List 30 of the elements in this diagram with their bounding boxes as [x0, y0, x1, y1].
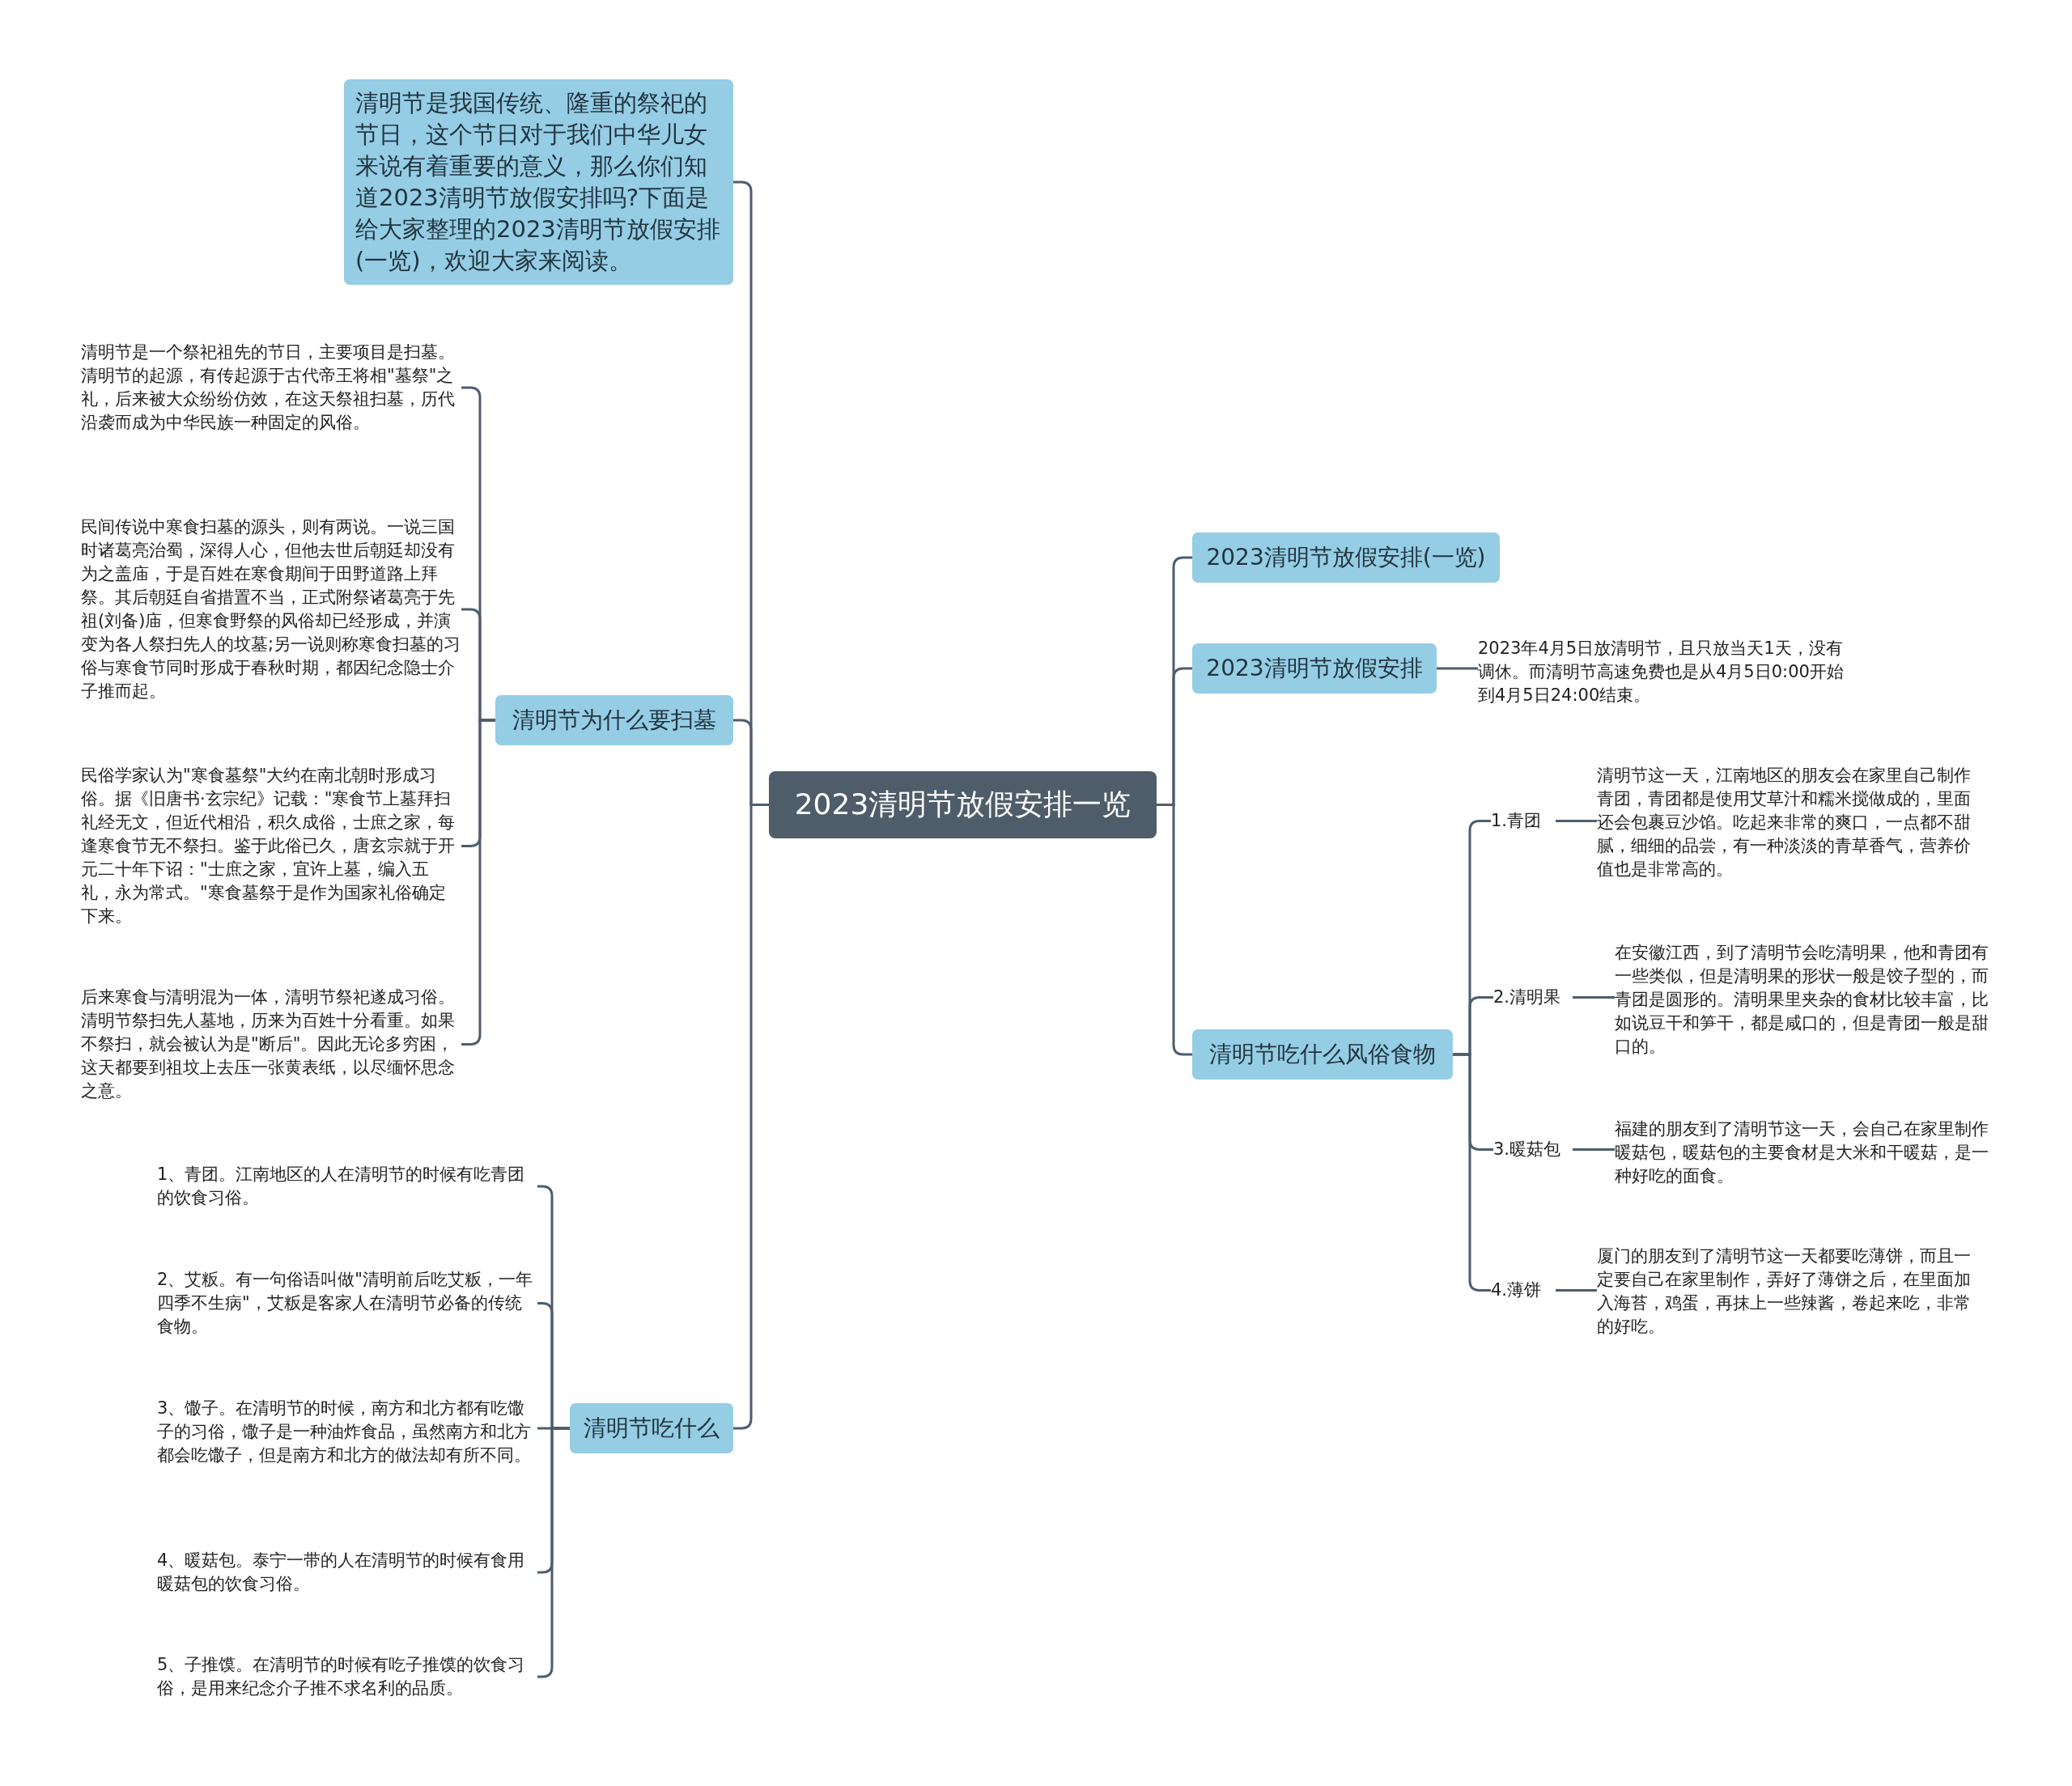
intro-box: 清明节是我国传统、隆重的祭祀的节日，这个节日对于我们中华儿女来说有着重要的意义，那么你们知道2023清明节放假安排吗?下面是给大家整理的2023清明节放假安排(一览)，欢迎大家来阅读。 — [344, 79, 733, 285]
item-label: 3.暖菇包 — [1493, 1138, 1573, 1161]
note-text: 清明节是一个祭祀祖先的节日，主要项目是扫墓。清明节的起源，有传起源于古代帝王将相"墓祭"之礼，后来被大众纷纷仿效，在这天祭祖扫墓，历代沿袭而成为中华民族一种固定的风俗。 — [81, 341, 461, 435]
item-label: 1.青团 — [1491, 809, 1556, 833]
item-label: 2.清明果 — [1493, 986, 1573, 1009]
topic-box: 清明节吃什么风俗食物 — [1192, 1029, 1453, 1080]
connector-line — [1437, 667, 1478, 670]
note-text: 民间传说中寒食扫墓的源头，则有两说。一说三国时诸葛亮治蜀，深得人心，但他去世后朝廷却没有为之盖庙，于是百姓在寒食期间于田野道路上拜祭。其后朝廷自省措置不当，正式附祭诸葛亮于先祖(刘备)庙，但寒食野祭的风俗却已经形成，并演变为各人祭扫先人的坟墓;另一说则称寒食扫墓的习俗与寒食节同时形成于春秋时期，都因纪念隐士介子推而起。 — [81, 515, 461, 703]
topic-box: 清明节吃什么 — [570, 1403, 733, 1453]
connector-line — [1573, 996, 1615, 999]
note-text: 1、青团。江南地区的人在清明节的时候有吃青团的饮食习俗。 — [157, 1163, 537, 1210]
topic-box: 2023清明节放假安排(一览) — [1192, 532, 1500, 583]
note-text: 在安徽江西，到了清明节会吃清明果，他和青团有一些类似，但是清明果的形状一般是饺子型的，而青团是圆形的。清明果里夹杂的食材比较丰富，比如说豆干和笋干，都是咸口的，但是青团一般是甜口的。 — [1615, 941, 1995, 1058]
note-text: 3、馓子。在清明节的时候，南方和北方都有吃馓子的习俗，馓子是一种油炸食品，虽然南方和北方都会吃馓子，但是南方和北方的做法却有所不同。 — [157, 1397, 537, 1467]
note-text: 后来寒食与清明混为一体，清明节祭祀遂成习俗。清明节祭扫先人墓地，历来为百姓十分看重。如果不祭扫，就会被认为是"断后"。因此无论多穷困，这天都要到祖坟上去压一张黄表纸，以尽缅怀思念之意。 — [81, 986, 461, 1103]
connector-line — [1573, 1148, 1615, 1151]
topic-box: 清明节为什么要扫墓 — [495, 695, 733, 745]
note-text: 2023年4月5日放清明节，且只放当天1天，没有调休。而清明节高速免费也是从4月5日0:00开始到4月5日24:00结束。 — [1478, 637, 1858, 707]
note-text: 厦门的朋友到了清明节这一天都要吃薄饼，而且一定要自己在家里制作，弄好了薄饼之后，在里面加入海苔，鸡蛋，再抹上一些辣酱，卷起来吃，非常的好吃。 — [1597, 1245, 1977, 1338]
topic-box: 2023清明节放假安排 — [1192, 643, 1437, 694]
connector-line — [1556, 820, 1597, 822]
note-text: 4、暖菇包。泰宁一带的人在清明节的时候有食用暖菇包的饮食习俗。 — [157, 1549, 537, 1596]
note-text: 5、子推馍。在清明节的时候有吃子推馍的饮食习俗，是用来纪念介子推不求名利的品质。 — [157, 1653, 537, 1700]
note-text: 清明节这一天，江南地区的朋友会在家里自己制作青团，青团都是使用艾草汁和糯米搅做成的，里面还会包裹豆沙馅。吃起来非常的爽口，一点都不甜腻，细细的品尝，有一种淡淡的青草香气，营养价值也是非常高的。 — [1597, 764, 1977, 881]
note-text: 民俗学家认为"寒食墓祭"大约在南北朝时形成习俗。据《旧唐书·玄宗纪》记载："寒食节上墓拜扫礼经无文，但近代相沿，积久成俗，士庶之家，每逢寒食节无不祭扫。鉴于此俗已久，唐玄宗就于开元二十年下诏："士庶之家，宜许上墓，编入五礼，永为常式。"寒食墓祭于是作为国家礼俗确定下来。 — [81, 764, 461, 928]
note-text: 2、艾粄。有一句俗语叫做"清明前后吃艾粄，一年四季不生病"，艾粄是客家人在清明节必备的传统食物。 — [157, 1268, 537, 1338]
connector-line — [1556, 1289, 1597, 1292]
note-text: 福建的朋友到了清明节这一天，会自己在家里制作暖菇包，暖菇包的主要食材是大米和干暖菇，是一种好吃的面食。 — [1615, 1118, 1995, 1188]
item-label: 4.薄饼 — [1491, 1279, 1556, 1302]
central-topic-box: 2023清明节放假安排一览 — [769, 771, 1157, 838]
